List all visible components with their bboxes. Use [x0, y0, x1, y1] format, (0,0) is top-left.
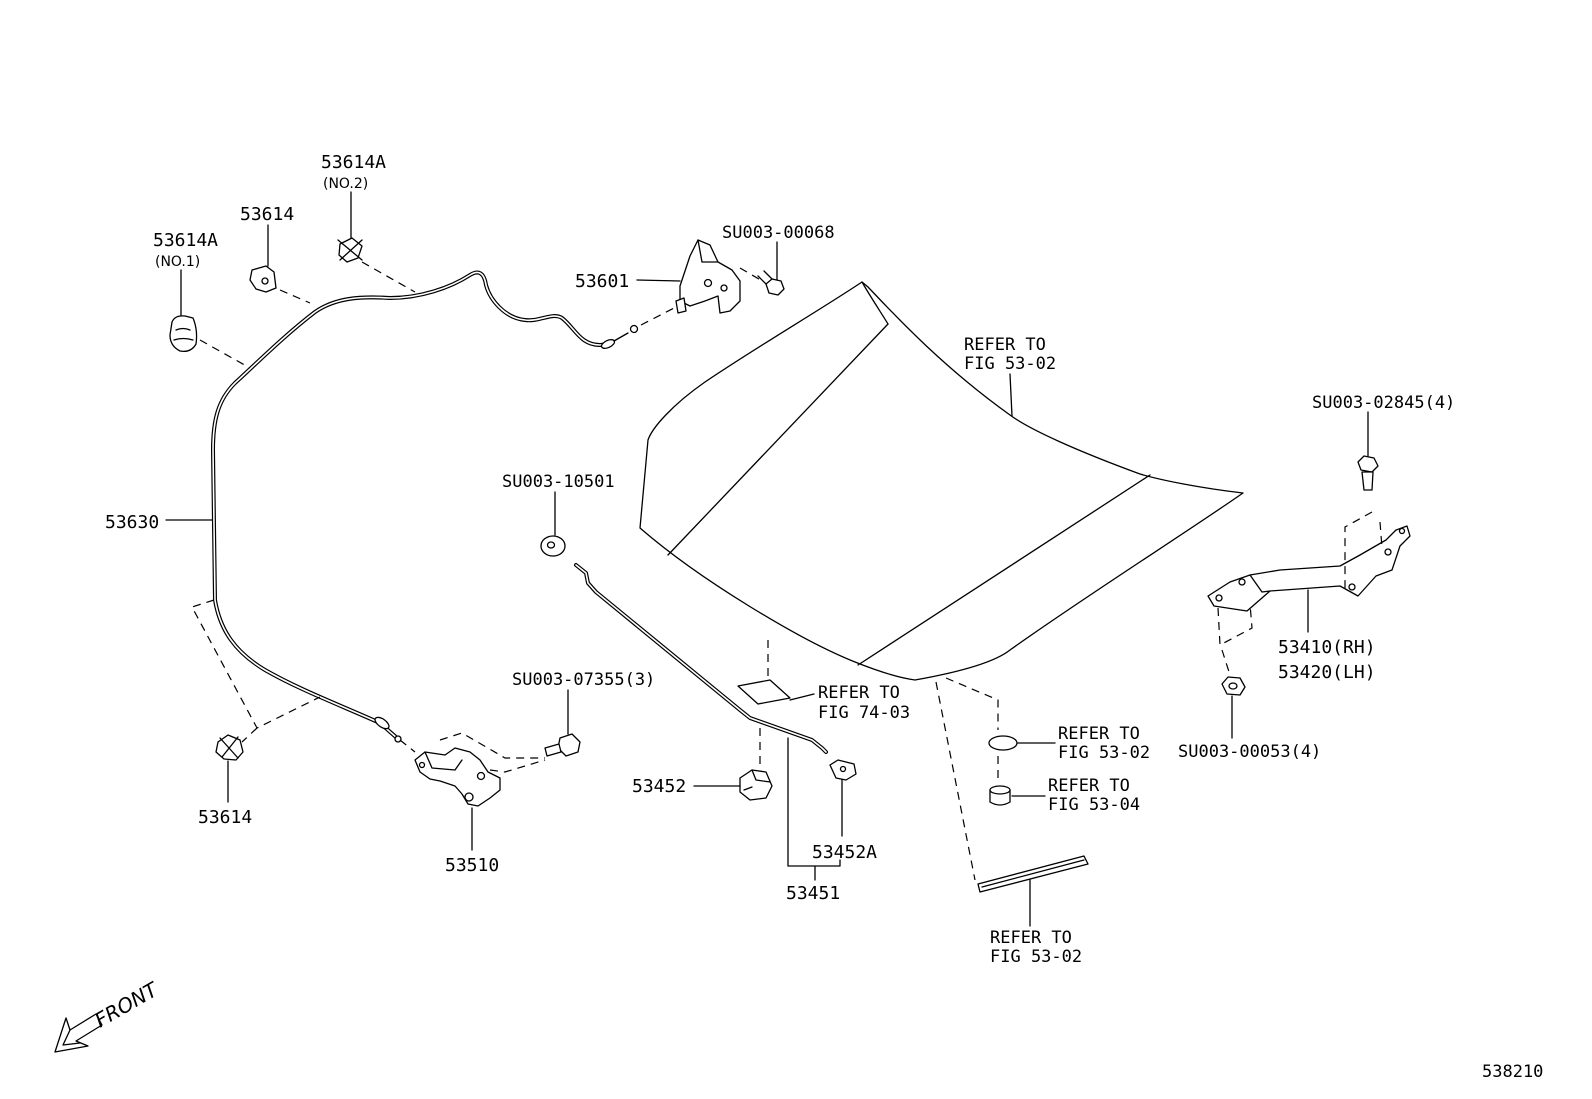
hood-ref-leader [1009, 373, 1013, 417]
hood-cushion [989, 785, 1011, 806]
hinge-lh-number: 53420(LH) [1278, 662, 1376, 683]
nut-su003-00053-number: SU003-00053(4) [1178, 742, 1321, 762]
clip-53614a-no1-note: (NO.1) [155, 254, 200, 270]
bolt-su003-07355-number: SU003-07355(3) [512, 670, 655, 690]
hood-release-bracket-53601 [675, 239, 741, 314]
label-ref-line2: FIG 74-03 [818, 703, 910, 723]
clip-53614a-no1-number: 53614A [153, 230, 218, 251]
holder-53452-number: 53452 [632, 776, 686, 797]
clip-53614a-no1 [169, 315, 198, 352]
hood-lock-53510 [414, 747, 501, 807]
hood-outline [639, 281, 1244, 681]
hood-ref-line1: REFER TO [964, 335, 1046, 355]
cushion-ref-line1: REFER TO [1048, 776, 1130, 796]
clip-53614-lower [215, 734, 244, 761]
clip-53452a-number: 53452A [812, 842, 877, 863]
clip-53614a-no2-number: 53614A [321, 152, 386, 173]
clip-53614a-no2 [337, 237, 363, 263]
clip-53614-upper-number: 53614 [240, 204, 294, 225]
washer-su003-10501 [540, 535, 566, 557]
label-ref-line1: REFER TO [818, 683, 900, 703]
diagram-number: 538210 [1482, 1062, 1543, 1082]
hood-ref-line2: FIG 53-02 [964, 354, 1056, 374]
caution-label-sticker [737, 679, 791, 705]
hood-support-rod [574, 563, 828, 754]
seal-ref-line1: REFER TO [990, 928, 1072, 948]
seal-ref-line2: FIG 53-02 [990, 947, 1082, 967]
nut-su003-00053 [1221, 676, 1246, 696]
hinge-rh-number: 53410(RH) [1278, 637, 1376, 658]
front-label: FRONT [91, 976, 164, 1032]
rod-bracket-leader [787, 737, 841, 881]
lock-53510-number: 53510 [445, 855, 499, 876]
hood-pad [988, 735, 1018, 751]
clip-53614a-no2-note: (NO.2) [323, 176, 368, 192]
hood-upper-edge [861, 281, 889, 325]
hood-hinge [1207, 525, 1411, 612]
hood-right-crease [857, 474, 1151, 666]
cushion-ref-line2: FIG 53-04 [1048, 795, 1140, 815]
holder-53452 [739, 769, 773, 801]
rod-53451-number: 53451 [786, 883, 840, 904]
clip-53614-lower-number: 53614 [198, 807, 252, 828]
hood-release-cable [211, 270, 639, 743]
bolt-su003-00068 [757, 270, 785, 296]
pad-ref-line2: FIG 53-02 [1058, 743, 1150, 763]
cable-part-number: 53630 [105, 512, 159, 533]
washer-su003-10501-number: SU003-10501 [502, 472, 615, 492]
bolt-su003-07355 [544, 733, 581, 757]
hood-seal [977, 855, 1089, 893]
clip-53614-upper [249, 265, 277, 293]
clip-53452a [829, 759, 857, 781]
bolt-su003-02845 [1357, 455, 1379, 491]
pad-ref-line1: REFER TO [1058, 724, 1140, 744]
bolt-su003-00068-number: SU003-00068 [722, 223, 835, 243]
bracket-53601-number: 53601 [575, 271, 629, 292]
front-arrow-icon [54, 1013, 103, 1053]
hood-left-crease [667, 323, 889, 556]
bolt-su003-02845-number: SU003-02845(4) [1312, 393, 1455, 413]
hood-panel [639, 281, 1244, 681]
